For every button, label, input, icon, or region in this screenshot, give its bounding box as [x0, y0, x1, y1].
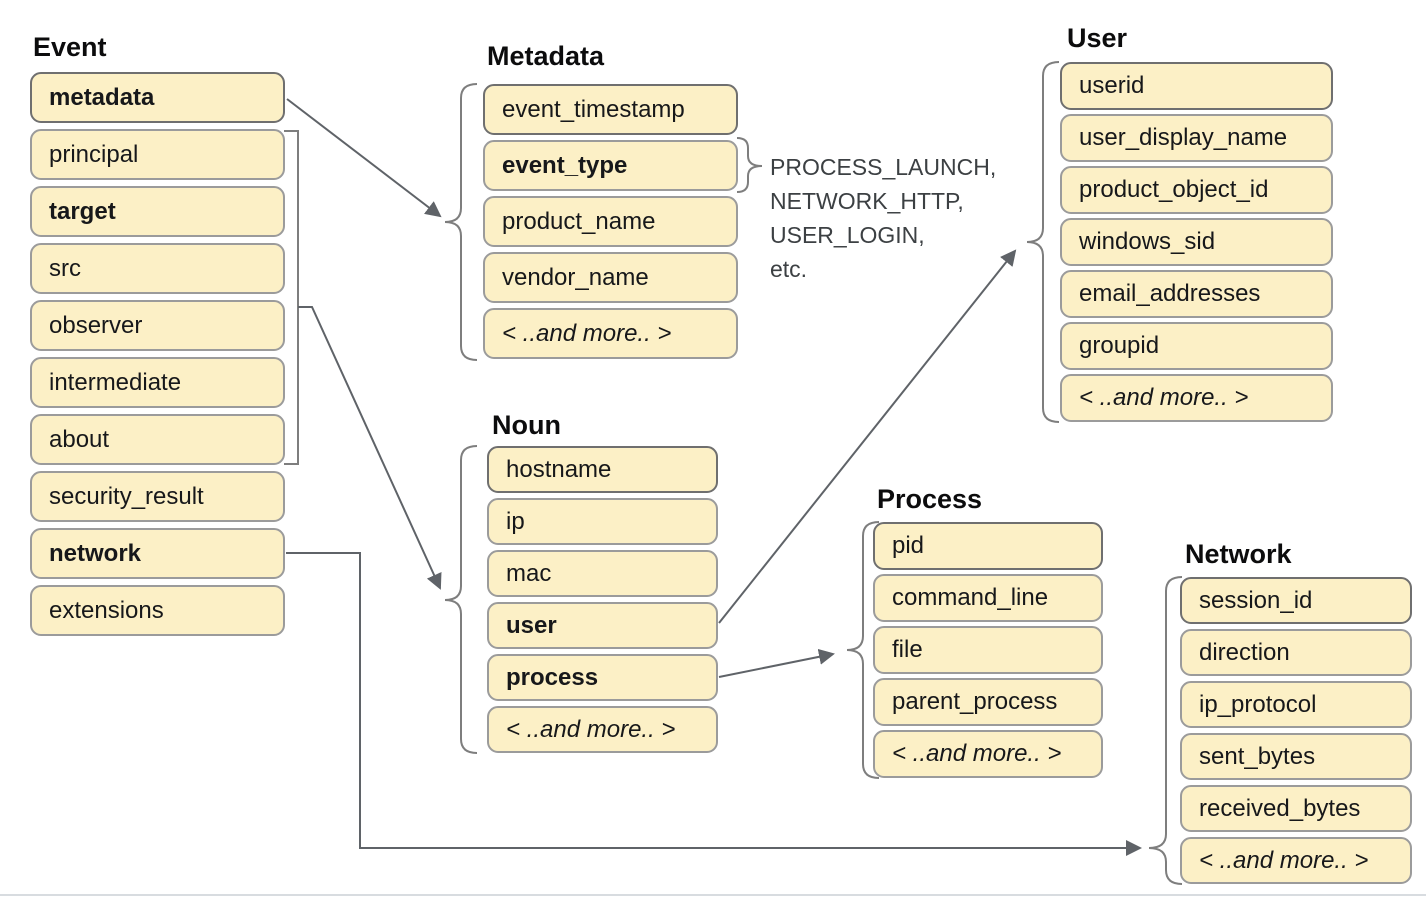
- process-arrow: [718, 648, 835, 678]
- network-field-box: direction: [1180, 629, 1412, 676]
- noun-field-box: mac: [487, 550, 718, 597]
- event-field-list: metadata principal target src observer interm…: [30, 72, 285, 636]
- process-field-box: pid: [873, 522, 1103, 570]
- noun-brace: [444, 445, 478, 754]
- event-field-box: about: [30, 414, 285, 465]
- event-field-box: principal: [30, 129, 285, 180]
- event-field-box: target: [30, 186, 285, 237]
- event-type-values: PROCESS_LAUNCH, NETWORK_HTTP, USER_LOGIN,e…: [770, 150, 996, 286]
- network-field-list: session_id direction ip_protocol sent_bytes…: [1180, 577, 1412, 884]
- user-field-box: groupid: [1060, 322, 1333, 370]
- user-field-box: user_display_name: [1060, 114, 1333, 162]
- metadata-field-box: vendor_name: [483, 252, 738, 303]
- metadata-field-box: event_type: [483, 140, 738, 191]
- network-field-box: session_id: [1180, 577, 1412, 624]
- event-group: Event metadata principal target src observer…: [30, 34, 285, 642]
- network-group-title: Network: [1185, 539, 1292, 569]
- process-field-box: parent_process: [873, 678, 1103, 726]
- user-field-box: userid: [1060, 62, 1333, 110]
- network-brace: [1148, 576, 1183, 885]
- metadata-group-title: Metadata: [487, 41, 605, 71]
- noun-group-title: Noun: [492, 410, 561, 440]
- event-type-brace: [736, 137, 763, 193]
- noun-arrow: [298, 306, 442, 590]
- event-noun-fields-bracket: [284, 130, 299, 465]
- user-field-box: < ..and more.. >: [1060, 374, 1333, 422]
- event-field-box: observer: [30, 300, 285, 351]
- noun-field-box: user: [487, 602, 718, 649]
- user-group-title: User: [1067, 23, 1128, 53]
- network-field-box: received_bytes: [1180, 785, 1412, 832]
- user-field-box: product_object_id: [1060, 166, 1333, 214]
- user-field-box: windows_sid: [1060, 218, 1333, 266]
- noun-field-list: hostname ip mac user process < ..and more.. >: [487, 446, 718, 753]
- noun-field-box: process: [487, 654, 718, 701]
- event-type-value-line: NETWORK_HTTP,: [770, 188, 964, 214]
- event-field-box: security_result: [30, 471, 285, 522]
- user-brace: [1026, 61, 1060, 423]
- event-type-value-line: etc.: [770, 256, 808, 282]
- metadata-field-box: product_name: [483, 196, 738, 247]
- event-group-title: Event: [33, 32, 107, 62]
- metadata-field-box: < ..and more.. >: [483, 308, 738, 359]
- process-field-box: file: [873, 626, 1103, 674]
- event-field-box: metadata: [30, 72, 285, 123]
- process-field-box: command_line: [873, 574, 1103, 622]
- noun-field-box: < ..and more.. >: [487, 706, 718, 753]
- noun-field-box: hostname: [487, 446, 718, 493]
- event-field-box: intermediate: [30, 357, 285, 408]
- process-field-box: < ..and more.. >: [873, 730, 1103, 778]
- network-field-box: ip_protocol: [1180, 681, 1412, 728]
- metadata-brace: [444, 83, 478, 361]
- bottom-divider: [0, 894, 1426, 896]
- event-field-box: extensions: [30, 585, 285, 636]
- user-field-box: email_addresses: [1060, 270, 1333, 318]
- process-group-title: Process: [877, 484, 983, 514]
- network-field-box: sent_bytes: [1180, 733, 1412, 780]
- event-field-box: src: [30, 243, 285, 294]
- event-type-value-line: USER_LOGIN,: [770, 222, 925, 248]
- event-type-value-line: PROCESS_LAUNCH,: [770, 154, 997, 180]
- noun-group: Noun hostname ip mac user process < ..and mor…: [487, 412, 718, 758]
- event-field-box: network: [30, 528, 285, 579]
- network-field-box: < ..and more.. >: [1180, 837, 1412, 884]
- metadata-field-box: event_timestamp: [483, 84, 738, 135]
- metadata-arrow: [286, 98, 442, 218]
- noun-field-box: ip: [487, 498, 718, 545]
